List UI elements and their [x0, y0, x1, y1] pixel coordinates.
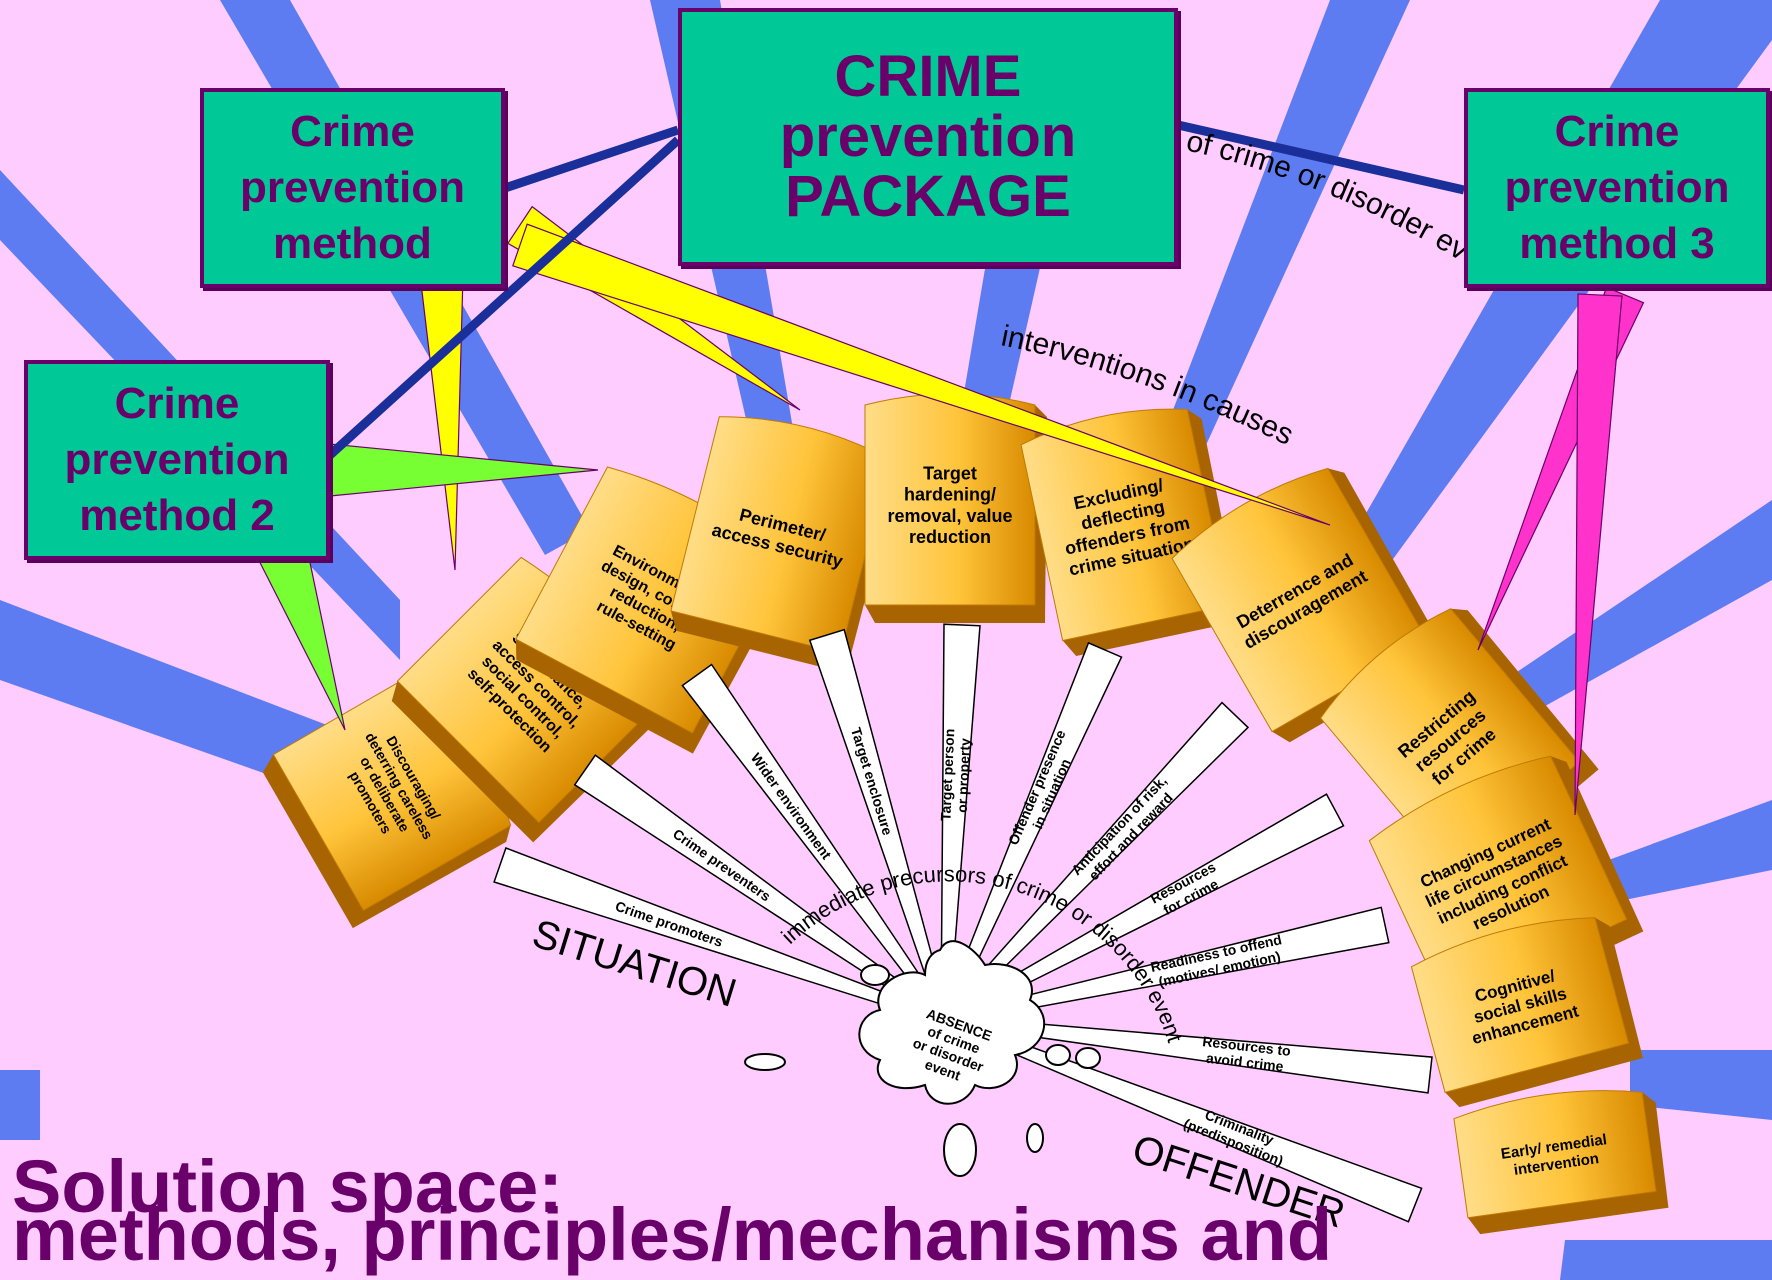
- cause-label: Crime preventers: [670, 825, 774, 904]
- principle-line: hardening/: [904, 485, 996, 505]
- splat-drop: [1027, 1124, 1043, 1152]
- cause-line: Anticipation of risk,: [1068, 772, 1170, 878]
- splat-drop: [745, 1054, 785, 1070]
- method-line: Crime: [1505, 104, 1730, 160]
- method-line: method: [240, 216, 465, 272]
- method-link: [416, 239, 464, 570]
- principle-line: reduction: [909, 527, 991, 547]
- cause-line: Wider environment: [748, 750, 835, 862]
- method-line: Crime: [65, 376, 290, 432]
- splat-drop: [1046, 1045, 1070, 1065]
- method-line: method 3: [1505, 216, 1730, 272]
- crime-prevention-method-2-box: Crime prevention method 2: [24, 360, 330, 560]
- method-line: method 2: [65, 488, 290, 544]
- principle-line: removal, value: [887, 506, 1012, 526]
- package-line: PACKAGE: [780, 167, 1077, 227]
- blue-beam: [0, 1070, 40, 1140]
- blue-beam: [1505, 500, 1772, 720]
- cause-label: Wider environment: [748, 750, 835, 862]
- splat-drop: [1076, 1048, 1100, 1068]
- cause-line: Crime preventers: [670, 825, 774, 904]
- splat-drop: [861, 965, 889, 985]
- method-link: [1575, 294, 1622, 815]
- cause-label: Anticipation of risk,effort and reward: [1068, 772, 1181, 889]
- blue-beam: [1560, 1240, 1772, 1280]
- principle-line: Target: [923, 463, 977, 483]
- method-line: Crime: [240, 104, 465, 160]
- method-line: prevention: [240, 160, 465, 216]
- method-line: prevention: [65, 432, 290, 488]
- cause-label: Readiness to offend(motives/ emotion): [1149, 931, 1287, 991]
- bottom-title: Solution space: methods, principles/mech…: [12, 1150, 1332, 1272]
- crime-prevention-method-box: Crime prevention method: [200, 88, 505, 288]
- method-line: prevention: [1505, 160, 1730, 216]
- crime-prevention-method-3-box: Crime prevention method 3: [1464, 88, 1770, 288]
- cause-line: or property: [954, 738, 973, 814]
- package-line: CRIME: [780, 47, 1077, 107]
- bottom-title-line: methods, principles/mechanisms and: [12, 1198, 1332, 1272]
- package-line: prevention: [780, 107, 1077, 167]
- crime-prevention-package-box: CRIME prevention PACKAGE: [678, 8, 1178, 266]
